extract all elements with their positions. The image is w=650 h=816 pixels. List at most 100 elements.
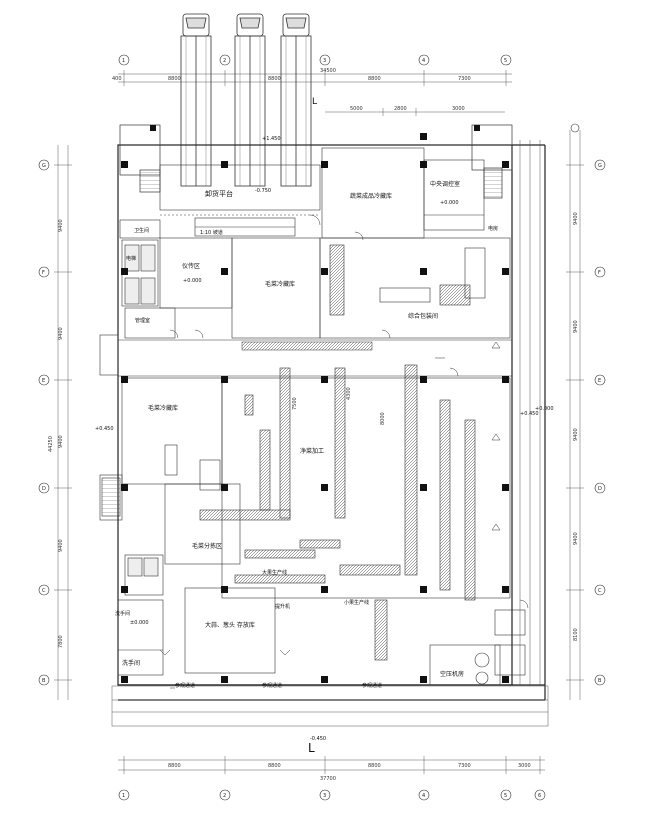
top-dimensions <box>118 70 512 116</box>
axis-top-3: 3 <box>323 58 326 64</box>
axis-top-4: 4 <box>422 58 425 64</box>
dim-bottom-2: 8800 <box>268 763 281 769</box>
truck-2 <box>234 13 266 187</box>
dim-right-4: 9400 <box>573 532 579 545</box>
outer-walkway <box>111 140 549 727</box>
dim-inner-v2: 4300 <box>346 387 352 400</box>
top-level-mark: L <box>312 97 317 107</box>
right-axis-bubbles <box>570 123 606 686</box>
management-room <box>124 307 176 339</box>
structural-columns <box>121 125 509 683</box>
room-clean-processing: 净菜加工 <box>300 447 324 455</box>
room-toilet: 洗手间 <box>122 659 140 667</box>
label-fruit-line: 大果生产线 <box>262 569 287 576</box>
axis-left-c: C <box>42 588 46 594</box>
axis-bottom-6: 6 <box>538 793 541 799</box>
axis-left-b: B <box>42 678 46 684</box>
truck-3 <box>280 13 312 187</box>
dim-right-1: 9400 <box>573 212 579 225</box>
dim-left-total: 44250 <box>48 436 54 452</box>
axis-right-g: G <box>598 163 602 169</box>
dim-top-seg4: 7300 <box>458 76 471 82</box>
building-outline <box>117 144 546 701</box>
dim-top-inner3: 3000 <box>452 106 465 112</box>
dim-top-total: 34500 <box>320 68 336 74</box>
level-ctrl: +0.000 <box>440 200 459 206</box>
dim-left-1: 9400 <box>58 219 64 232</box>
axis-right-e: E <box>598 378 601 384</box>
room-raw-cold-storage-2: 毛菜冷藏库 <box>148 404 178 412</box>
comprehensive-pack-room <box>319 237 511 339</box>
axis-left-d: D <box>42 486 46 492</box>
truck-1 <box>180 13 212 187</box>
room-electrical: 电房 <box>488 225 498 232</box>
stair-tower-right <box>471 124 513 199</box>
room-raw-sorting: 毛菜分拣区 <box>192 542 222 550</box>
dim-top-seg3: 8800 <box>368 76 381 82</box>
axis-right-f: F <box>598 270 601 276</box>
dim-right-3: 9400 <box>573 428 579 441</box>
left-dimensions <box>54 145 72 700</box>
garlic-storage-room <box>184 587 276 674</box>
raw-cold-storage-2-room <box>121 377 223 485</box>
axis-left-f: F <box>42 270 45 276</box>
room-unloading-platform: 卸货平台 <box>205 189 233 198</box>
dim-right-5: 8100 <box>573 628 579 641</box>
dim-top-seg1: 8800 <box>168 76 181 82</box>
toilet-room <box>117 599 164 676</box>
room-air-compressor: 空压机房 <box>440 670 464 678</box>
room-elevator: 电梯 <box>126 255 136 262</box>
level-platform: +1.450 <box>262 136 281 142</box>
left-lower-block <box>99 334 164 596</box>
visitor-corridor-2: 参观通道 <box>262 682 282 689</box>
ramp-label: 1:10 坡道 <box>200 229 223 236</box>
central-control-room <box>423 159 485 231</box>
dim-bottom-3: 8800 <box>368 763 381 769</box>
raw-cold-storage-1-room <box>231 237 321 339</box>
visitor-corridor-1: 参观通道 <box>175 682 195 689</box>
loading-platform <box>159 164 321 237</box>
top-axis-bubbles <box>118 54 512 66</box>
level-low: ±0.000 <box>130 620 149 626</box>
axis-bottom-5: 5 <box>504 793 507 799</box>
doors <box>169 214 529 609</box>
room-restroom: 卫生间 <box>134 227 149 234</box>
right-dimensions <box>566 130 584 700</box>
dim-left-4: 9400 <box>58 539 64 552</box>
axis-bottom-4: 4 <box>422 793 425 799</box>
central-corridor <box>118 339 512 377</box>
room-central-control: 中央调控室 <box>430 180 460 188</box>
flow-arrows <box>159 341 501 689</box>
level-bottom: -0.450 <box>310 736 326 742</box>
stair-tower-left <box>119 124 161 193</box>
axis-bottom-1: 1 <box>122 793 125 799</box>
dim-bottom-1: 8800 <box>168 763 181 769</box>
room-raw-cold-storage-1: 毛菜冷藏库 <box>265 280 295 288</box>
axis-top-2: 2 <box>223 58 226 64</box>
room-management: 管理室 <box>135 317 150 324</box>
dim-inner-v1: 7500 <box>292 397 298 410</box>
level-left: +0.450 <box>95 426 114 432</box>
axis-bottom-3: 3 <box>323 793 326 799</box>
axis-left-e: E <box>42 378 45 384</box>
bottom-dimensions <box>118 756 545 774</box>
bottom-level-mark: L <box>308 741 315 755</box>
left-service-block <box>119 219 161 307</box>
level-right: +0.450 <box>520 411 539 417</box>
dim-bottom-total: 37700 <box>320 776 336 782</box>
dim-top-inner1: 5000 <box>350 106 363 112</box>
dim-left-2: 9400 <box>58 327 64 340</box>
left-axis-bubbles <box>38 159 50 686</box>
dim-right-2: 9400 <box>573 320 579 333</box>
label-small-fruit-line: 小果生产线 <box>344 599 369 606</box>
dim-top-inner2: 2800 <box>394 106 407 112</box>
level-platform2: -0.750 <box>255 188 271 194</box>
bottom-axis-bubbles <box>118 789 546 801</box>
dim-bottom-4: 7300 <box>458 763 471 769</box>
room-toilet-top: 洗手间 <box>115 610 130 617</box>
clean-processing-room <box>199 364 511 661</box>
dim-top-small: 400 <box>112 76 122 82</box>
axis-top-1: 1 <box>122 58 125 64</box>
label-lifter: 提升机 <box>275 603 290 610</box>
